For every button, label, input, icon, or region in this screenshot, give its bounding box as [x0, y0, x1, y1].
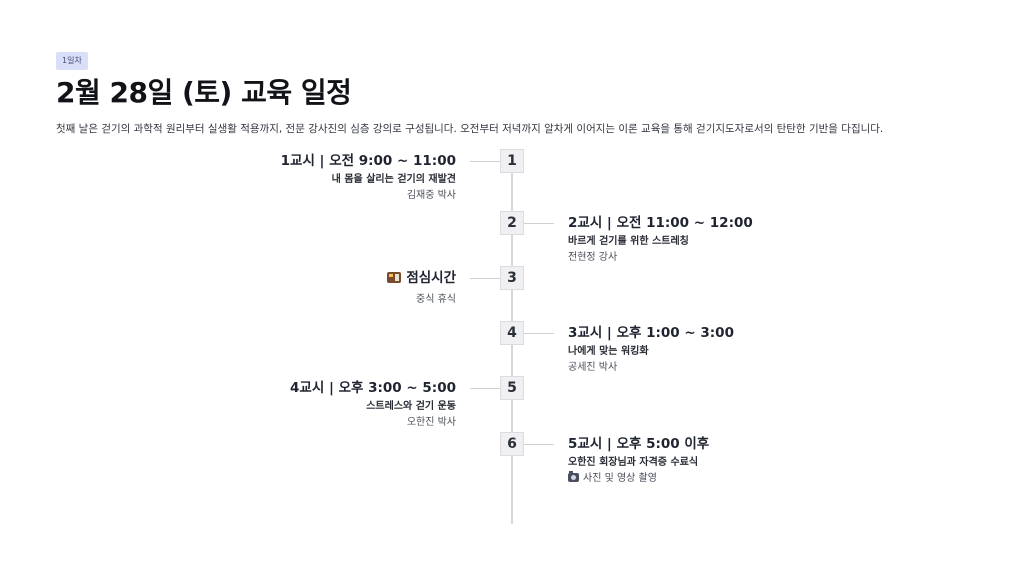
timeline-entry-1: 1교시 | 오전 9:00 ~ 11:00 내 몸을 살리는 걷기의 재발견 김…: [281, 152, 456, 203]
connector-line: [470, 388, 500, 389]
session-heading: 4교시 | 오후 3:00 ~ 5:00: [290, 380, 456, 396]
session-topic: 내 몸을 살리는 걷기의 재발견: [331, 174, 456, 185]
timeline-entry-2: 2교시 | 오전 11:00 ~ 12:00 바르게 걷기를 위한 스트레칭 전…: [568, 214, 753, 265]
timeline-entry-4: 3교시 | 오후 1:00 ~ 3:00 나에게 맞는 워킹화 공세진 박사: [568, 324, 734, 375]
step-number-5: 5: [500, 376, 524, 400]
connector-line: [470, 278, 500, 279]
step-number-2: 2: [500, 211, 524, 235]
session-note: 중식 휴식: [416, 294, 456, 305]
camera-icon: [568, 471, 579, 482]
session-instructor: 전현정 강사: [568, 252, 618, 263]
session-topic: 오한진 회장님과 자격증 수료식: [568, 457, 699, 468]
session-topic: 스트레스와 걷기 운동: [366, 401, 456, 412]
lunch-label: 점심시간: [406, 270, 456, 286]
day-badge: 1일차: [56, 52, 88, 70]
timeline-entry-5: 4교시 | 오후 3:00 ~ 5:00 스트레스와 걷기 운동 오한진 박사: [290, 379, 456, 430]
session-heading: 1교시 | 오전 9:00 ~ 11:00: [280, 153, 456, 169]
session-instructor: 오한진 박사: [406, 417, 456, 428]
timeline-entry-6: 5교시 | 오후 5:00 이후 오한진 회장님과 자격증 수료식 사진 및 영…: [568, 435, 709, 486]
step-number-3: 3: [500, 266, 524, 290]
session-topic: 나에게 맞는 워킹화: [568, 346, 649, 357]
session-heading: 2교시 | 오전 11:00 ~ 12:00: [568, 215, 753, 231]
photo-note: 사진 및 영상 촬영: [583, 473, 657, 484]
session-instructor: 김재중 박사: [406, 190, 456, 201]
step-number-6: 6: [500, 432, 524, 456]
timeline-entry-3: 점심시간 중식 휴식: [387, 269, 456, 307]
session-heading: 5교시 | 오후 5:00 이후: [568, 436, 710, 452]
connector-line: [524, 223, 554, 224]
session-topic: 바르게 걷기를 위한 스트레칭: [568, 236, 689, 247]
bento-icon: [387, 272, 402, 283]
page-description: 첫째 날은 걷기의 과학적 원리부터 실생활 적용까지, 전문 강사진의 심층 …: [56, 123, 884, 135]
session-heading: 점심시간: [387, 269, 456, 287]
session-heading: 3교시 | 오후 1:00 ~ 3:00: [568, 325, 734, 341]
connector-line: [470, 161, 500, 162]
session-note: 사진 및 영상 촬영: [568, 471, 709, 486]
connector-line: [524, 333, 554, 334]
step-number-4: 4: [500, 321, 524, 345]
page-title: 2월 28일 (토) 교육 일정: [56, 76, 352, 109]
step-number-1: 1: [500, 149, 524, 173]
session-instructor: 공세진 박사: [568, 362, 618, 373]
connector-line: [524, 444, 554, 445]
